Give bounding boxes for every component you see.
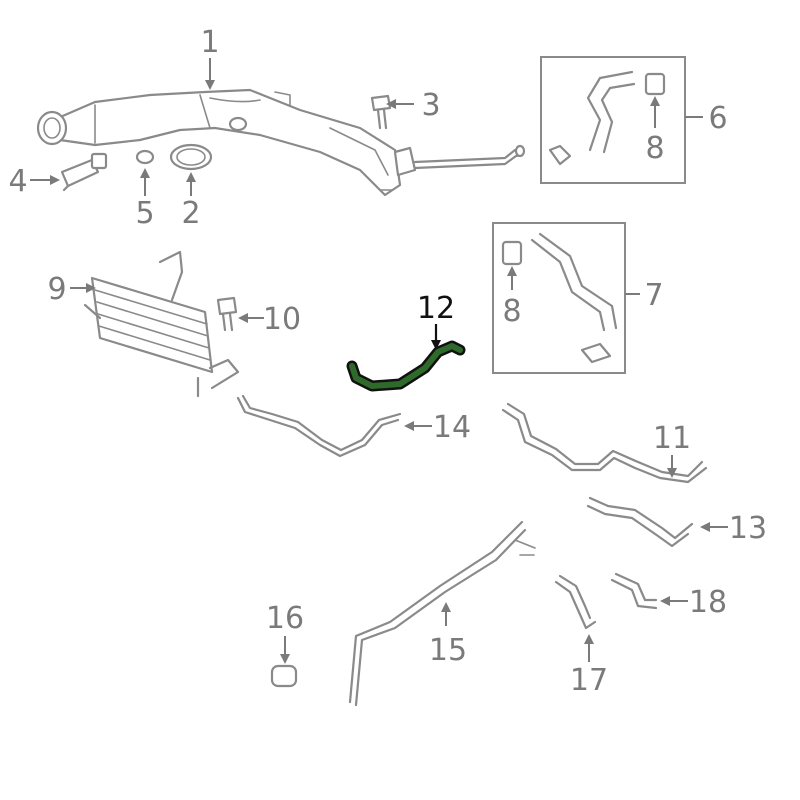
part-13-hose [586, 496, 694, 548]
callout-2: 2 [181, 196, 200, 231]
part-12-highlighted-hose [346, 340, 466, 392]
part-17-hose [554, 574, 597, 630]
callout-1: 1 [200, 25, 219, 60]
part-3-bolt [370, 94, 392, 130]
callout-11: 11 [653, 421, 691, 456]
part-18-hose [610, 572, 658, 610]
part-7-hose [530, 232, 618, 364]
callout-15: 15 [429, 633, 467, 668]
callout-9: 9 [47, 272, 66, 307]
part-5-small-oring [135, 149, 155, 165]
inset-box-7 [492, 222, 626, 374]
part-10-bolt [216, 296, 238, 332]
callout-4: 4 [8, 164, 27, 199]
clamp-8-box6 [644, 72, 666, 96]
callout-8-box7: 8 [502, 294, 521, 329]
callout-13: 13 [729, 511, 767, 546]
callout-16: 16 [266, 601, 304, 636]
callout-12: 12 [417, 291, 455, 326]
callout-arrows [30, 58, 728, 664]
callout-3: 3 [421, 88, 440, 123]
callout-5: 5 [135, 196, 154, 231]
part-6-hose [548, 70, 636, 166]
inset-box-6 [540, 56, 686, 184]
callout-18: 18 [689, 585, 727, 620]
callout-8-box6: 8 [645, 131, 664, 166]
callout-14: 14 [433, 410, 471, 445]
part-2-oring [169, 143, 213, 171]
part-4-sensor [60, 152, 108, 192]
callout-7: 7 [644, 278, 663, 313]
part-15-long-line [348, 520, 536, 707]
callout-6: 6 [708, 101, 727, 136]
part-1-coolant-pipe [36, 88, 526, 197]
part-14-line [236, 394, 402, 458]
part-9-oil-cooler [83, 250, 240, 398]
callout-labels: 1 3 4 5 2 6 8 7 8 9 10 12 14 11 13 15 16… [8, 25, 767, 698]
clamp-8-box7 [501, 240, 523, 266]
callout-10: 10 [263, 302, 301, 337]
part-16-clamp [270, 664, 298, 688]
callout-17: 17 [570, 663, 608, 698]
